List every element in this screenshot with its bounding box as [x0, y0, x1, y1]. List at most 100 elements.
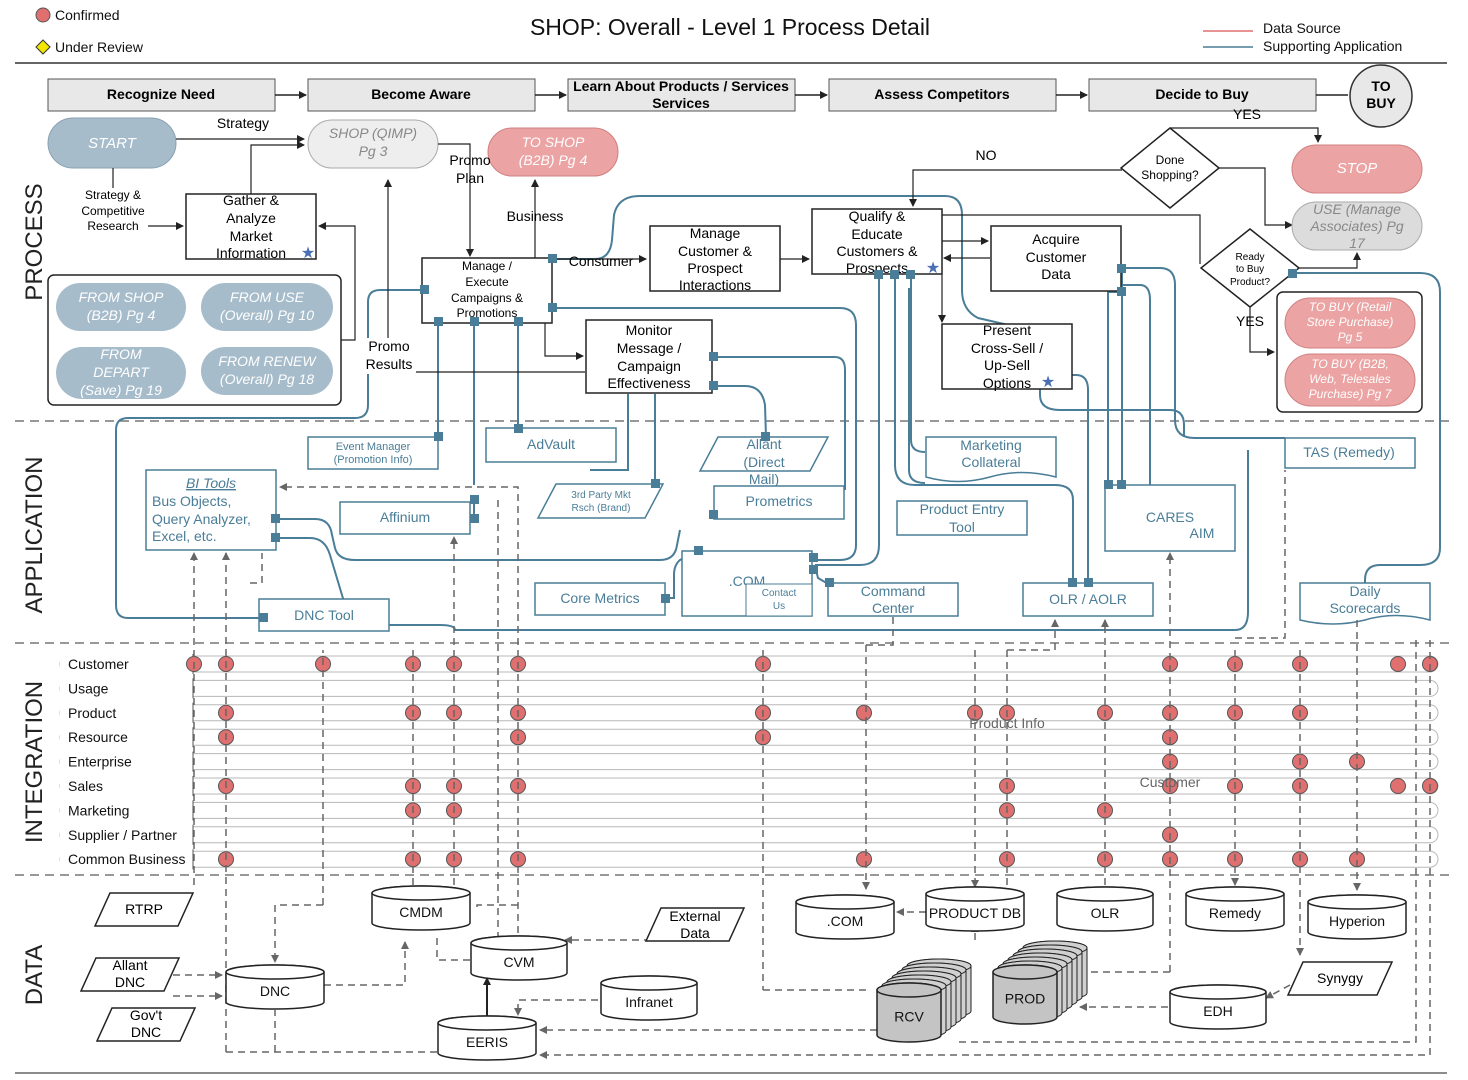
from-renew-overall[interactable] — [201, 347, 333, 395]
govt-dnc-data[interactable] — [95, 1007, 197, 1042]
connector — [277, 450, 1249, 631]
to-shop-b2b-connector[interactable] — [487, 127, 619, 177]
connector — [1122, 267, 1285, 439]
olr-aolr-app[interactable] — [1022, 582, 1154, 617]
to-buy-b2b[interactable] — [1284, 353, 1416, 407]
tas-remedy-app[interactable] — [1284, 437, 1416, 469]
port — [514, 424, 523, 433]
stop-terminator[interactable] — [1291, 144, 1423, 194]
allant-3: Mail) — [749, 471, 779, 487]
flow-arrow — [1299, 252, 1361, 269]
integration-row-label: Sales — [68, 778, 103, 794]
connector — [1060, 374, 1089, 582]
manage-customer-2: Customer & — [678, 243, 753, 259]
promo-results-1: Promo — [368, 338, 409, 354]
stage-decide — [1088, 78, 1317, 112]
manage-execute-box[interactable] — [421, 257, 553, 324]
prometrics-app[interactable] — [713, 485, 845, 520]
prometrics-label: Prometrics — [746, 493, 813, 509]
star-icon: ★ — [301, 245, 315, 262]
no-label: NO — [976, 147, 997, 163]
to-buy-retail[interactable] — [1284, 297, 1416, 349]
flow-arrow — [909, 169, 1122, 207]
lane-label-integration: INTEGRATION — [21, 681, 48, 843]
prod-database[interactable]: PROD — [992, 964, 1058, 1025]
connector — [1235, 470, 1286, 639]
synygy-data[interactable] — [1286, 961, 1394, 996]
connector — [1265, 984, 1291, 999]
acquire-3: Data — [1041, 266, 1071, 282]
qualify-educate-box[interactable] — [811, 208, 943, 275]
port — [259, 613, 268, 622]
hyperion-database-label: Hyperion — [1329, 913, 1385, 929]
flow-arrow — [250, 141, 305, 194]
allant-app[interactable] — [698, 436, 830, 472]
from-shop-b2b[interactable] — [56, 283, 186, 331]
marketing-collateral-app[interactable] — [925, 436, 1057, 483]
connector — [514, 999, 598, 1016]
bi-tools-app[interactable] — [145, 469, 277, 551]
manage-customer-box[interactable] — [649, 225, 781, 292]
use-manage-connector[interactable] — [1291, 201, 1423, 251]
product-entry-1: Product Entry — [920, 501, 1005, 517]
integration-row-label: Supplier / Partner — [68, 827, 177, 843]
product-entry-app[interactable] — [896, 500, 1028, 536]
contact-us-app[interactable] — [745, 583, 813, 617]
customer-label: Customer — [1140, 774, 1201, 790]
third-party-1: 3rd Party Mkt — [571, 490, 631, 501]
promo-plan-1: Promo — [449, 152, 490, 168]
done-shopping-decision[interactable] — [1119, 127, 1221, 209]
data-source-legend-label: Data Source — [1263, 20, 1341, 36]
from-depart-save[interactable] — [56, 347, 186, 399]
edh-database[interactable]: EDH — [1169, 984, 1267, 1030]
bi-tools-3: Excel, etc. — [152, 528, 217, 544]
eeris-database[interactable]: EERIS — [437, 1015, 537, 1061]
olr-database[interactable]: OLR — [1056, 886, 1154, 932]
rcv-database[interactable]: RCV — [876, 982, 942, 1043]
acquire-customer-box[interactable] — [990, 225, 1122, 292]
acquire-1: Acquire — [1032, 231, 1080, 247]
connector — [271, 904, 323, 963]
cvm-database-label: CVM — [503, 954, 534, 970]
from-use-overall[interactable] — [201, 283, 333, 331]
event-manager-app[interactable] — [307, 436, 439, 470]
core-metrics-label: Core Metrics — [560, 590, 639, 606]
use-manage-2: Associates) Pg — [1309, 218, 1404, 234]
cvm-database[interactable]: CVM — [470, 935, 568, 981]
product-db-database[interactable]: PRODUCT DB — [925, 886, 1025, 932]
port — [434, 432, 443, 441]
rtrp-data[interactable] — [93, 892, 195, 927]
dnc-tool-app[interactable] — [258, 598, 390, 632]
advault-app[interactable] — [485, 427, 617, 463]
from-use-2: (Overall) Pg 10 — [220, 307, 314, 323]
gather-analyze-box[interactable] — [185, 193, 317, 260]
present-cross-sell-box[interactable] — [941, 323, 1073, 390]
external-data-2: Data — [680, 925, 710, 941]
command-center-app[interactable] — [827, 582, 959, 617]
external-data[interactable] — [644, 907, 746, 942]
cmdm-database[interactable]: CMDM — [371, 885, 471, 931]
event-manager-2: (Promotion Info) — [334, 454, 413, 466]
start-terminator[interactable] — [47, 117, 177, 169]
daily-scorecards-app[interactable] — [1299, 582, 1431, 625]
cares-aim-app[interactable] — [1104, 484, 1236, 552]
third-party-app[interactable] — [536, 483, 665, 519]
infranet-database[interactable]: Infranet — [600, 975, 698, 1021]
connector — [1107, 291, 1122, 485]
remedy-database[interactable]: Remedy — [1185, 886, 1285, 932]
com-database[interactable]: .COM — [795, 894, 895, 940]
product-db-database-label: PRODUCT DB — [929, 905, 1021, 921]
hyperion-database[interactable]: Hyperion — [1307, 894, 1407, 940]
connector — [115, 289, 425, 619]
from-renew-1: FROM RENEW — [218, 353, 317, 369]
stage-become-aware — [307, 78, 536, 112]
lane-label-process: PROCESS — [21, 183, 48, 300]
manage-execute-2: Execute — [465, 275, 509, 289]
present-1: Present — [983, 322, 1031, 338]
supporting-app-legend-label: Supporting Application — [1263, 38, 1402, 54]
dnc-database[interactable]: DNC — [225, 964, 325, 1010]
manage-customer-1: Manage — [690, 225, 741, 241]
allant-dnc-data[interactable] — [79, 957, 181, 992]
rcv-database-top — [876, 982, 942, 998]
core-metrics-app[interactable] — [534, 582, 666, 616]
